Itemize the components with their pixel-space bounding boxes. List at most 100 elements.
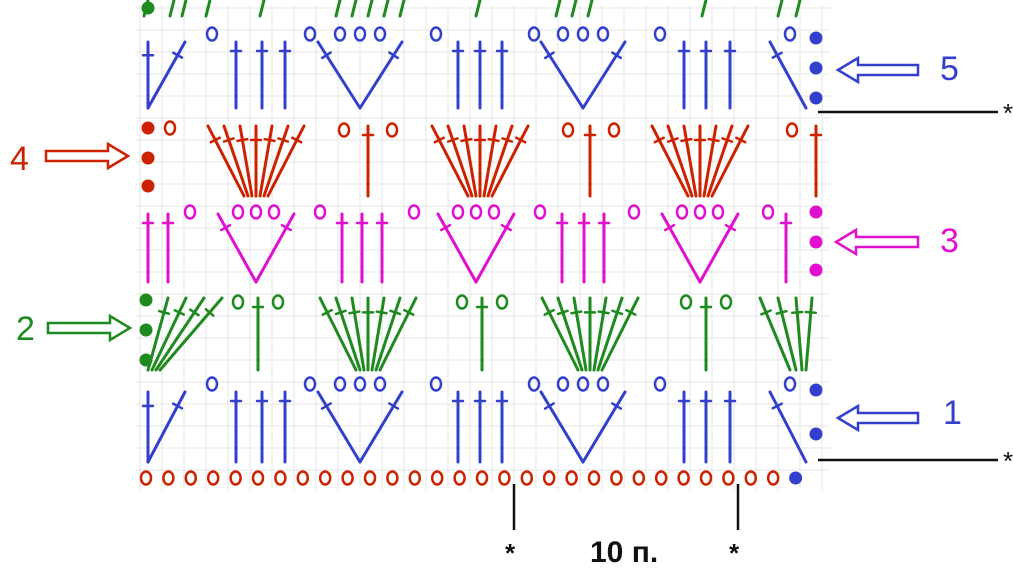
row-5-turning-dot: [809, 31, 823, 45]
foundation-chain: [542, 470, 556, 486]
row-3-chain: [231, 204, 245, 220]
row-5-chain: [429, 26, 443, 42]
foundation-chain: [565, 470, 578, 486]
row-6-partial-stitch: [794, 0, 802, 18]
stitch-crossbar: [790, 310, 804, 315]
repeat-line-bottom: *: [818, 446, 1013, 476]
row-6-partial-stitch: [776, 0, 784, 18]
stitch-crossbar: [209, 136, 221, 144]
row-1-chain: [429, 376, 443, 392]
row-1-fan-stitch: [358, 390, 404, 464]
row-3-fan-stitch: [698, 212, 740, 284]
repeat-marker-left: *: [505, 538, 516, 568]
stitch-crossbar: [433, 136, 445, 144]
stitch-crossbar: [543, 51, 555, 60]
row-6-partial-stitch: [350, 0, 358, 18]
row-2-fan-stitch: [572, 296, 588, 372]
stitch-crossbar: [724, 223, 737, 232]
row-6-partial-stitch: [398, 0, 406, 18]
row-3-turning-dot: [809, 263, 823, 277]
row-3-fan-stitch: [660, 212, 702, 284]
stitch-crossbar: [487, 137, 500, 143]
row-6-partial-stitch: [258, 0, 266, 18]
foundation-chain: [766, 470, 780, 486]
foundation-chain: [587, 470, 601, 486]
foundation-chain: [162, 470, 175, 486]
row-3-fan-stitch: [436, 212, 478, 284]
row-2-chain: [719, 294, 733, 310]
repeat-marker-bottom: *: [1003, 446, 1013, 476]
stitch-crossbar: [500, 223, 513, 232]
row-4-fan-stitch: [266, 124, 306, 198]
stitch-crossbar: [173, 309, 185, 316]
row-4-turning-dot: [141, 121, 155, 135]
repeat-marker-top: *: [1003, 98, 1013, 128]
repeat-marker-right: *: [729, 538, 740, 568]
row-1-stitch: [146, 390, 187, 464]
row-5-chain: [373, 26, 387, 42]
row-2-fan-stitch: [540, 296, 580, 372]
row-3-chain: [469, 204, 483, 220]
row-2-chain: [231, 294, 245, 310]
row-1-chain: [556, 376, 570, 392]
arrow-left-icon: [835, 55, 920, 85]
row-3-chain: [451, 204, 465, 220]
row-6-partial-stitch: [168, 0, 176, 18]
foundation-chain: [363, 470, 377, 486]
stitch-crossbar: [188, 308, 200, 317]
row-2-chain: [271, 294, 285, 310]
stitch-crossbar: [666, 137, 679, 143]
row-4-fan-stitch: [682, 124, 698, 198]
row-4-fan-stitch: [706, 124, 734, 198]
arrow-right-icon: [44, 141, 131, 171]
foundation-chain: [430, 470, 444, 486]
stitch-crossbar: [389, 309, 402, 316]
row-6-partial-stitch: [700, 0, 708, 18]
stitch-crossbar: [771, 51, 783, 59]
row-1-chain: [353, 376, 367, 392]
row-5-chain: [527, 26, 541, 42]
row-5-chain: [205, 26, 219, 42]
row-5-turning-dot: [809, 61, 823, 75]
row-2-chain: [455, 294, 469, 310]
stitch-crossbar: [680, 137, 693, 143]
foundation-chain: [520, 470, 534, 486]
row-4-chain: [561, 122, 575, 138]
row-3-chain: [407, 204, 421, 220]
row-5-fan-stitch: [581, 40, 627, 110]
stitch-crossbar: [570, 310, 583, 315]
arrow-left-icon: [833, 227, 920, 257]
stitch-crossbar: [556, 309, 569, 316]
row-6-partial-stitch: [554, 0, 562, 18]
stitch-crossbar: [334, 309, 347, 316]
row-6-partial-stitch: [180, 0, 188, 18]
foundation-chain: [318, 470, 332, 486]
row-4-fan-stitch: [650, 124, 690, 198]
stitch-crossbar: [236, 137, 249, 143]
row-4-fan-stitch: [206, 124, 246, 198]
row-2-fan-stitch: [370, 296, 386, 372]
foundation-chain: [296, 470, 310, 486]
row-3-fan-stitch: [216, 212, 258, 284]
stitch-crossbar: [543, 402, 555, 410]
row-4-fan-stitch: [462, 124, 478, 198]
stitch-crossbar: [515, 136, 527, 144]
row-1-chain: [783, 376, 797, 392]
row-1-chain: [303, 376, 317, 392]
row-label-2: 2: [16, 310, 133, 348]
row-2-fan-stitch: [600, 296, 640, 372]
foundation-chain: [341, 470, 354, 486]
row-number-1: 1: [943, 394, 962, 432]
foundation-chain: [654, 470, 668, 486]
row-4-chain: [607, 122, 621, 138]
row-4-fan-stitch: [262, 124, 290, 198]
foundation-chain: [386, 470, 399, 486]
row-5-chain: [556, 26, 570, 42]
row-number-4: 4: [10, 140, 29, 178]
row-1-chain: [653, 376, 667, 392]
row-4-fan-stitch: [486, 124, 514, 198]
row-2-turning-dot: [139, 293, 153, 307]
row-3-chain: [249, 204, 263, 220]
row-2-chain: [495, 294, 509, 310]
